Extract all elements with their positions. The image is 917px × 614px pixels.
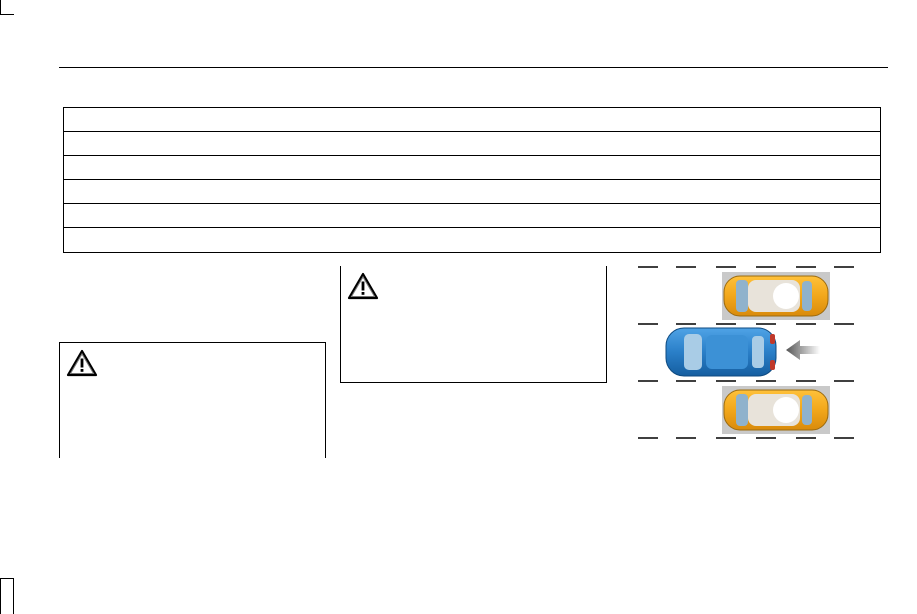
- crop-mark-bottom-left: [0, 578, 1, 614]
- crop-mark-bottom-left-v2: [13, 578, 14, 614]
- middle-warning-box: [340, 266, 607, 383]
- crop-mark-bottom-left-h: [0, 578, 14, 579]
- specification-table: [63, 107, 881, 253]
- table-row: [64, 228, 880, 252]
- crop-mark-top-left-h: [0, 14, 14, 15]
- table-row: [64, 108, 880, 132]
- header-rule: [59, 67, 888, 68]
- moving-car: [665, 327, 777, 377]
- table-row: [64, 132, 880, 156]
- parked-car-top: [722, 272, 830, 320]
- warning-triangle-icon: [66, 349, 98, 377]
- lane-markings: [638, 266, 854, 439]
- table-row: [64, 156, 880, 180]
- crop-mark-top-left: [0, 0, 1, 14]
- table-row: [64, 204, 880, 228]
- parking-illustration: [638, 266, 854, 439]
- table-row: [64, 180, 880, 204]
- left-warning-box: [59, 342, 326, 458]
- parked-car-bottom: [722, 386, 830, 434]
- arrow-left-icon: [786, 340, 820, 360]
- warning-triangle-icon: [347, 272, 379, 300]
